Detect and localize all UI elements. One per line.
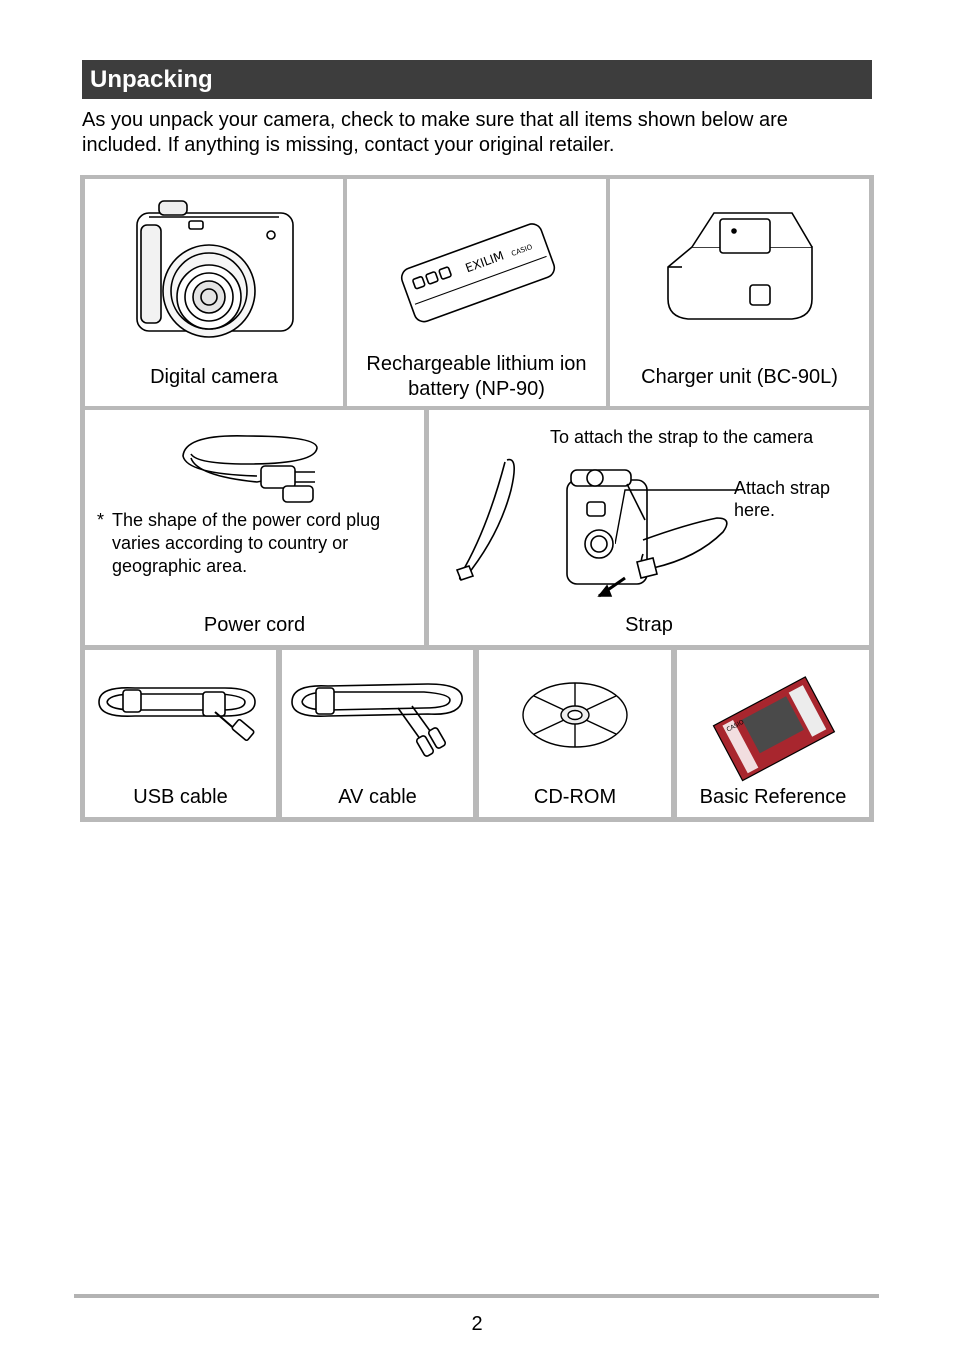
strap-illustration xyxy=(455,458,728,598)
battery-icon: EXILIM CASIO xyxy=(400,223,556,323)
item-label-power-cord: Power cord xyxy=(203,614,306,636)
cell-digital-camera: Digital camera xyxy=(85,179,343,406)
item-label-digital-camera: Digital camera xyxy=(150,366,278,388)
callout-leader-line xyxy=(615,489,739,544)
charger-icon xyxy=(667,212,813,320)
item-label-charger: Charger unit (BC-90L) xyxy=(641,366,838,388)
item-label-battery-line1: Rechargeable lithium ion xyxy=(366,353,587,375)
basic-reference-booklet-icon: CASIO xyxy=(712,676,836,782)
footer-divider xyxy=(74,1294,879,1298)
item-label-basic-reference: Basic Reference xyxy=(699,786,847,808)
item-label-battery-line2: battery (NP-90) xyxy=(408,378,545,400)
cell-basic-reference: CASIO Basic Reference xyxy=(677,650,869,817)
item-label-usb-cable: USB cable xyxy=(133,786,228,808)
usb-cable-icon xyxy=(98,686,256,742)
cord-note-line3: geographic area. xyxy=(112,556,248,576)
cell-cd-rom: CD-ROM xyxy=(479,650,671,817)
cell-charger: Charger unit (BC-90L) xyxy=(610,179,869,406)
section-heading: Unpacking xyxy=(82,60,872,99)
cell-usb-cable: USB cable xyxy=(85,650,276,817)
cell-battery: EXILIM CASIO Rechargeable lithium ion ba… xyxy=(347,179,606,406)
strap-callout-line2: here. xyxy=(734,500,776,520)
item-label-cd-rom: CD-ROM xyxy=(533,786,617,808)
cord-note-line1: The shape of the power cord plug xyxy=(112,510,381,530)
cell-strap: To attach the strap to the camera xyxy=(429,410,869,645)
cell-av-cable: AV cable xyxy=(282,650,473,817)
cord-note-line2: varies according to country or xyxy=(112,533,349,553)
item-label-strap: Strap xyxy=(625,614,673,636)
strap-instructions-title: To attach the strap to the camera xyxy=(550,427,814,447)
page-number: 2 xyxy=(471,1313,483,1335)
item-label-av-cable: AV cable xyxy=(338,786,417,808)
av-cable-icon xyxy=(291,683,463,757)
cd-rom-icon xyxy=(522,682,628,748)
contents-table: Digital camera EXILIM CASIO Rechargeable… xyxy=(80,175,874,822)
digital-camera-icon xyxy=(136,200,294,338)
cord-note-star: * xyxy=(97,510,105,530)
strap-callout-line1: Attach strap xyxy=(734,478,831,498)
power-cord-icon xyxy=(182,435,318,503)
cell-power-cord: * The shape of the power cord plug varie… xyxy=(85,410,424,645)
intro-paragraph: As you unpack your camera, check to make… xyxy=(82,109,788,156)
